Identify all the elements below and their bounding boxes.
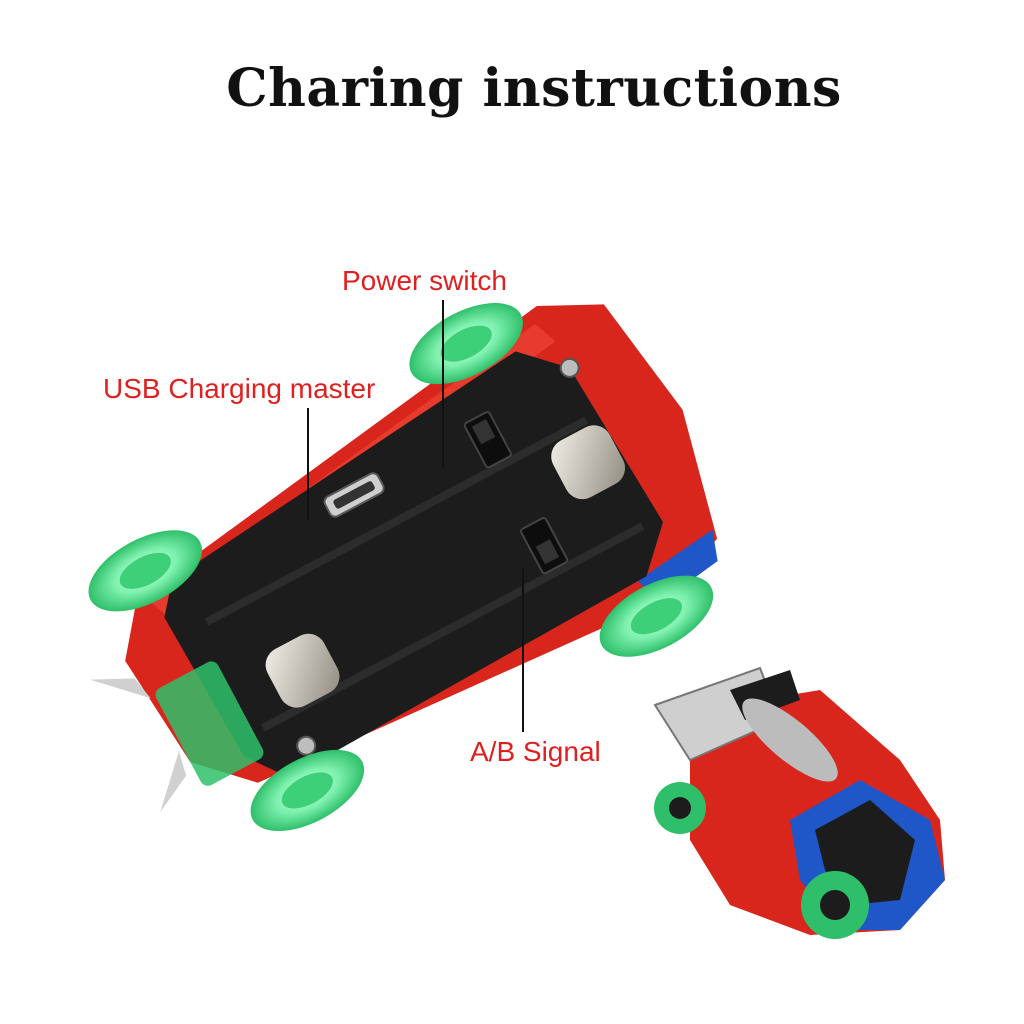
- power-switch-label: Power switch: [342, 265, 507, 296]
- wheel-rear-left: [88, 530, 203, 612]
- magnet-rear: [265, 633, 340, 708]
- usb-leader-line: [307, 408, 309, 520]
- ab-signal-leader-line: [522, 568, 524, 732]
- page-title: Charing instructions: [226, 58, 842, 119]
- small-wheel-left: [654, 782, 706, 834]
- car-underside: [88, 303, 718, 832]
- small-car-canopy: [742, 698, 838, 782]
- wheel-front-right: [599, 575, 714, 657]
- usb-charging-label: USB Charging master: [103, 373, 376, 404]
- wheel-front-left: [409, 303, 523, 385]
- small-wheel-front: [801, 871, 869, 939]
- wheel-rear-right: [250, 749, 365, 832]
- power-switch-leader-line: [442, 300, 444, 468]
- car-topview: [653, 666, 945, 939]
- magnet-front: [551, 425, 626, 500]
- ab-signal-label: A/B Signal: [470, 736, 601, 767]
